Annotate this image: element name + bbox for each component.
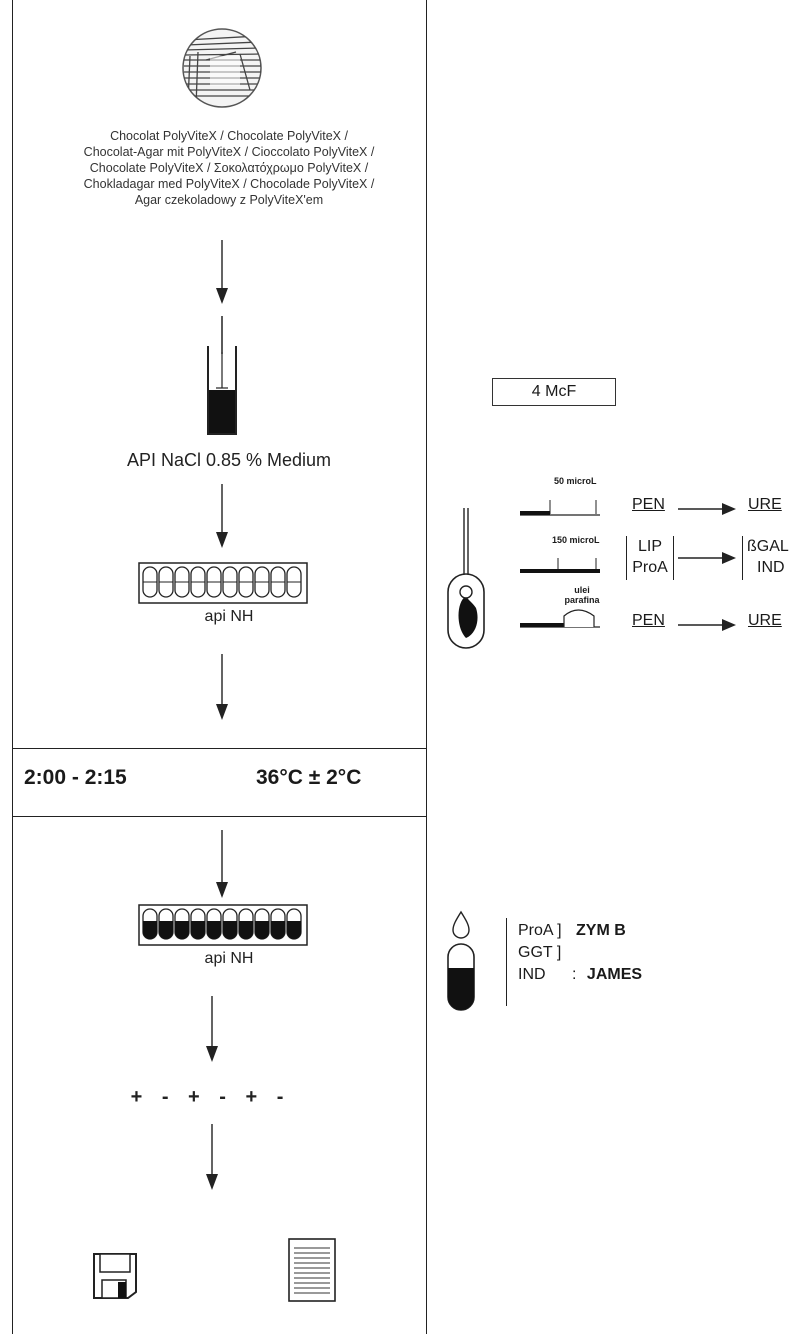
reagent-test: IND [518, 966, 546, 983]
volume-label: 50 microL [554, 476, 597, 486]
agar-caption-line: Chocolat PolyViteX / Chocolate PolyViteX… [40, 128, 418, 144]
agar-caption-line: Chocolate PolyViteX / Σοκολατόχρωμο Poly… [40, 160, 418, 176]
reagent-line: GGT ] [518, 944, 561, 962]
test-pen: PEN [632, 612, 665, 630]
document-icon[interactable] [288, 1238, 336, 1302]
result-arrow [678, 619, 736, 631]
reagent-name: ZYM B [576, 922, 626, 939]
agar-caption-line: Chocolat-Agar mit PolyViteX / Cioccolato… [40, 144, 418, 160]
result-signs: + - + - + - [40, 1086, 380, 1109]
swab-tube-icon [446, 508, 486, 650]
strip-icon [138, 904, 308, 946]
result-arrow [678, 503, 736, 515]
drop-icon [446, 910, 476, 1014]
center-divider [426, 0, 427, 1334]
reagent-separator: : [572, 966, 576, 983]
flow-arrow [216, 654, 228, 720]
oil-label-line: parafina [560, 595, 604, 605]
reagent-test: ProA ] [518, 922, 562, 939]
suspension-tube-icon [202, 316, 242, 440]
volume-bar [520, 556, 600, 576]
result-ure: URE [748, 496, 782, 514]
reagent-test: GGT ] [518, 944, 561, 961]
test-bracket-lip-proa: LIP ProA [626, 536, 674, 580]
culture-plate-icon [180, 26, 264, 110]
agar-caption-line: Chokladagar med PolyViteX / Chocolade Po… [40, 176, 418, 192]
oil-cupule-icon [520, 606, 600, 630]
incubation-temperature: 36°C ± 2°C [256, 766, 361, 790]
medium-label: API NaCl 0.85 % Medium [40, 450, 418, 471]
strip-label: api NH [40, 950, 418, 968]
flow-arrow [216, 240, 228, 304]
reagent-name: JAMES [587, 966, 642, 983]
incubation-top-rule [12, 748, 426, 749]
left-border [12, 0, 13, 1334]
result-bracket-bgal-ind: ßGAL IND [742, 536, 796, 580]
flow-arrow [216, 484, 228, 548]
flow-arrow [206, 1124, 218, 1190]
reagent-divider [506, 918, 507, 1006]
floppy-disk-icon[interactable] [92, 1252, 138, 1300]
reagent-line: ProA ] ZYM B [518, 922, 626, 940]
agar-caption: Chocolat PolyViteX / Chocolate PolyViteX… [40, 128, 418, 208]
result-arrow [678, 552, 736, 564]
result-ure: URE [748, 612, 782, 630]
test-pen: PEN [632, 496, 665, 514]
volume-bar [520, 498, 600, 518]
oil-label-line: ulei [560, 585, 604, 595]
volume-label: 150 microL [552, 535, 600, 545]
oil-label: ulei parafina [560, 585, 604, 605]
flow-arrow [216, 830, 228, 898]
reagent-line: IND : JAMES [518, 966, 642, 984]
incubation-bottom-rule [12, 816, 426, 817]
result-bgal: ßGAL [743, 536, 796, 557]
result-ind: IND [743, 557, 796, 578]
flow-arrow [206, 996, 218, 1062]
strip-icon [138, 562, 308, 604]
test-lip: LIP [627, 536, 673, 557]
agar-caption-line: Agar czekoladowy z PolyViteX'em [40, 192, 418, 208]
incubation-time: 2:00 - 2:15 [24, 766, 127, 790]
test-proa: ProA [627, 557, 673, 578]
strip-label: api NH [40, 608, 418, 626]
mcfarland-box: 4 McF [492, 378, 616, 406]
